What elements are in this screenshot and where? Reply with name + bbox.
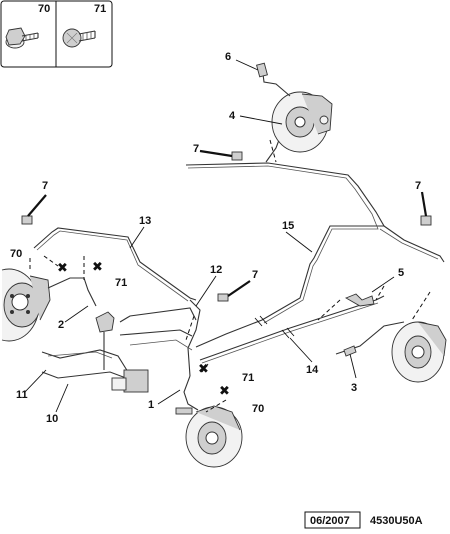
callout-7: 7: [252, 269, 258, 281]
callout-71: 71: [115, 277, 127, 289]
bracket-icon: [344, 293, 375, 307]
footer-date: 06/2007: [310, 515, 350, 527]
callout-labels: 6 4 7 7 7 7 13 15 70 71 12 5 2 11 10 1 7…: [10, 51, 421, 425]
front-left-brake-disc: [1, 268, 97, 342]
clip-icon: [21, 215, 33, 225]
callout-14: 14: [306, 364, 319, 376]
callout-7: 7: [42, 180, 48, 192]
callout-71: 71: [242, 372, 254, 384]
callout-6: 6: [225, 51, 231, 63]
fastener-legend-box: 70 71: [0, 0, 113, 68]
clip-icon: [217, 293, 229, 302]
callout-11: 11: [16, 389, 28, 401]
cross-marker-icon: ✖: [198, 362, 209, 377]
pipe-clips: [21, 151, 432, 307]
abs-hydraulic-unit: [95, 311, 149, 393]
clip-icon: [420, 215, 432, 226]
callout-1: 1: [148, 399, 154, 411]
rear-brake-disc-top: [256, 62, 333, 153]
callout-15: 15: [282, 220, 294, 232]
callout-3: 3: [351, 382, 357, 394]
cross-marker-icon: ✖: [92, 260, 103, 275]
callout-4: 4: [229, 110, 236, 122]
callout-7: 7: [415, 180, 421, 192]
callout-2: 2: [58, 319, 64, 331]
legend-ref-71: 71: [94, 3, 106, 15]
footer-reference: 4530U50A: [370, 515, 423, 527]
callout-12: 12: [210, 264, 222, 276]
legend-ref-70: 70: [38, 3, 50, 15]
leader-lines: [23, 59, 431, 413]
brake-pipe-network: [33, 97, 445, 411]
callout-7: 7: [193, 143, 199, 155]
cross-marker-icon: ✖: [219, 384, 230, 399]
callout-70: 70: [252, 403, 264, 415]
rear-right-brake-disc: [335, 321, 447, 383]
callout-13: 13: [139, 215, 151, 227]
front-right-brake-disc: [175, 405, 243, 468]
callout-70: 70: [10, 248, 22, 260]
flange-bolt-icon: [5, 27, 39, 49]
fastener-markers: ✖ ✖ ✖ ✖: [57, 260, 230, 399]
callout-5: 5: [398, 267, 404, 279]
callout-10: 10: [46, 413, 58, 425]
footer: 06/2007 4530U50A: [304, 511, 423, 529]
clip-icon: [231, 151, 243, 161]
cross-marker-icon: ✖: [57, 261, 68, 276]
screw-icon: [62, 28, 96, 48]
